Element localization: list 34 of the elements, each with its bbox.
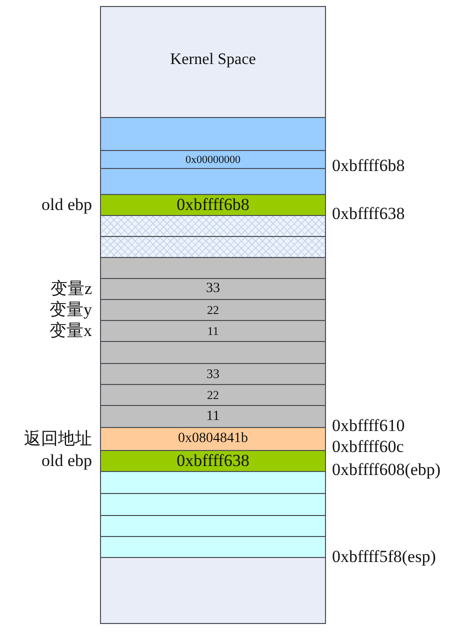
stack-cell [100,168,326,195]
row-label: 变量z [50,278,92,298]
free-region [100,557,326,624]
stack-cell: 22 [100,384,326,406]
stack-cell [100,117,326,151]
stack-cell [100,471,326,494]
row-label: old ebp [41,194,92,214]
row-label: old ebp [41,450,92,470]
stack-cell [100,341,326,364]
stack-cell [100,257,326,279]
stack-cell: 33 [100,363,326,385]
stack-cell [100,215,326,237]
stack-cell [100,536,326,558]
stack-cell: 11 [100,405,326,428]
stack-cell: 0xbffff638 [100,450,326,472]
kernel-space-region: Kernel Space [100,6,326,118]
stack-cell: 11 [100,320,326,342]
stack-cell [100,493,326,516]
address-label: 0xbffff5f8(esp) [332,547,436,567]
stack-cell: 0xbffff6b8 [100,194,326,216]
stack-cell [100,515,326,537]
row-label: 返回地址 [24,428,92,448]
address-label: 0xbffff60c [332,437,404,457]
stack-cell [100,236,326,258]
stack-cell: 0x00000000 [100,150,326,169]
stack-cell: 22 [100,299,326,321]
address-label: 0xbffff610 [332,416,405,436]
row-label: 变量y [50,300,92,320]
address-label: 0xbffff6b8 [332,156,405,176]
address-label: 0xbffff608(ebp) [332,460,441,480]
row-label: 变量x [50,320,92,340]
address-label: 0xbffff638 [332,204,405,224]
stack-cell: 33 [100,278,326,300]
stack-cell: 0x0804841b [100,427,326,451]
